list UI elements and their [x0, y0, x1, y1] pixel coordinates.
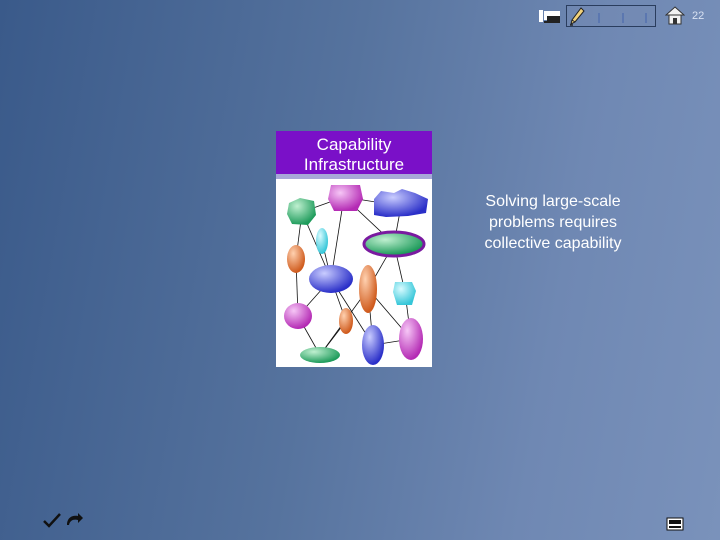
- home-icon[interactable]: [665, 6, 685, 25]
- figure-title-line: Capability: [316, 135, 392, 154]
- figure-title-line: Infrastructure: [303, 155, 405, 174]
- return-icon[interactable]: [64, 512, 84, 528]
- figure-title-strip: [276, 174, 432, 179]
- capability-infrastructure-figure: Capability Infrastructure: [276, 131, 432, 367]
- navigation-toolbar: [538, 5, 718, 27]
- caption-line: problems requires: [488, 214, 618, 231]
- nav-dot-icon[interactable]: [619, 12, 627, 24]
- check-icon[interactable]: [42, 512, 62, 528]
- caption-line: Solving large-scale: [485, 193, 621, 210]
- slide-menu-icon[interactable]: [538, 8, 562, 24]
- caption-line: collective capability: [484, 235, 622, 252]
- page-number: 22: [692, 10, 705, 22]
- figure-title: Capability Infrastructure: [276, 131, 432, 178]
- nav-dot-icon[interactable]: [595, 12, 603, 24]
- nav-dot-icon[interactable]: [642, 12, 650, 24]
- pen-icon[interactable]: [569, 7, 585, 26]
- pen-tools-box: [566, 5, 656, 27]
- slide-caption: Solving large-scale problems requires co…: [458, 191, 648, 254]
- slide-thumbnail-icon[interactable]: [666, 517, 684, 531]
- network-diagram-image: [284, 185, 428, 365]
